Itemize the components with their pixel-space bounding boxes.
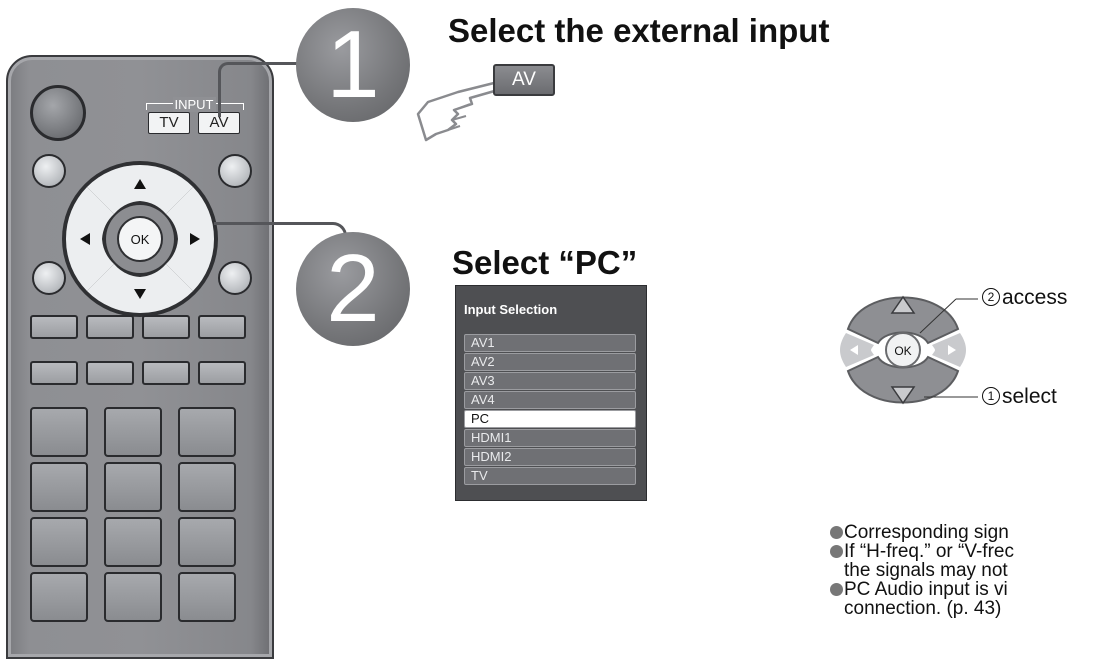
bottom-left-button[interactable] [32,261,66,295]
navigation-pad: OK [840,295,978,405]
note-item: PC Audio input is vi [830,580,1014,599]
top-right-button[interactable] [218,154,252,188]
right-arrow-icon [190,233,200,245]
note-item: the signals may not [844,560,1008,581]
down-arrow-icon [890,386,916,405]
dpad-down[interactable] [87,264,193,314]
number-button[interactable] [178,572,236,622]
number-button[interactable] [178,462,236,512]
remote-control: INPUT TV AV OK [6,55,274,659]
hand-pointer-icon [416,80,504,142]
notes-list: Corresponding sign If “H-freq.” or “V-fr… [830,523,1014,618]
note-item: If “H-freq.” or “V-frec [830,542,1014,561]
pad-ok-button[interactable] [885,332,921,368]
pad-ok-label: OK [894,344,911,358]
number-button[interactable] [30,517,88,567]
menu-item-av1[interactable]: AV1 [464,334,636,352]
pad-down[interactable] [846,355,960,404]
av-key-icon: AV [493,64,555,96]
left-arrow-icon [80,233,90,245]
dpad-up[interactable] [87,164,193,214]
number-button[interactable] [104,572,162,622]
menu-item-pc[interactable]: PC [464,410,636,428]
up-arrow-icon [134,179,146,189]
function-button[interactable] [198,361,246,385]
select-step-number: 1 [982,387,1000,405]
function-button[interactable] [142,361,190,385]
yellow-button[interactable] [142,315,190,339]
menu-item-av4[interactable]: AV4 [464,391,636,409]
note-item: Corresponding sign [830,523,1014,542]
bottom-right-button[interactable] [218,261,252,295]
function-button[interactable] [30,361,78,385]
menu-item-hdmi2[interactable]: HDMI2 [464,448,636,466]
step-2-heading: Select “PC” [452,244,638,281]
menu-item-av3[interactable]: AV3 [464,372,636,390]
number-button[interactable] [30,407,88,457]
menu-item-tv[interactable]: TV [464,467,636,485]
left-arrow-icon [850,345,858,355]
dpad: OK [62,161,218,317]
function-button[interactable] [86,361,134,385]
menu-list: AV1 AV2 AV3 AV4 PC HDMI1 HDMI2 TV [464,334,636,486]
ok-button[interactable] [117,216,163,262]
down-arrow-icon [134,289,146,299]
access-step-number: 2 [982,288,1000,306]
note-item: connection. (p. 43) [844,598,1002,619]
step-2-circle: 2 [296,232,410,346]
menu-title: Input Selection [464,302,558,317]
connector-step1 [218,62,311,117]
tv-button[interactable]: TV [148,112,190,134]
green-button[interactable] [86,315,134,339]
pad-up[interactable] [846,296,960,345]
number-button[interactable] [178,517,236,567]
up-arrow-icon [890,295,916,314]
number-button[interactable] [104,517,162,567]
number-button[interactable] [30,572,88,622]
number-button[interactable] [104,407,162,457]
ok-label: OK [131,232,150,247]
right-arrow-icon [948,345,956,355]
red-button[interactable] [30,315,78,339]
step-1-circle: 1 [296,8,410,122]
input-selection-menu: Input Selection AV1 AV2 AV3 AV4 PC HDMI1… [455,285,647,501]
number-button[interactable] [178,407,236,457]
blue-button[interactable] [198,315,246,339]
number-button[interactable] [104,462,162,512]
menu-item-av2[interactable]: AV2 [464,353,636,371]
number-button[interactable] [30,462,88,512]
input-label: INPUT [172,97,216,112]
top-left-button[interactable] [32,154,66,188]
step-1-heading: Select the external input [448,12,830,49]
power-button[interactable] [30,85,86,141]
menu-item-hdmi1[interactable]: HDMI1 [464,429,636,447]
